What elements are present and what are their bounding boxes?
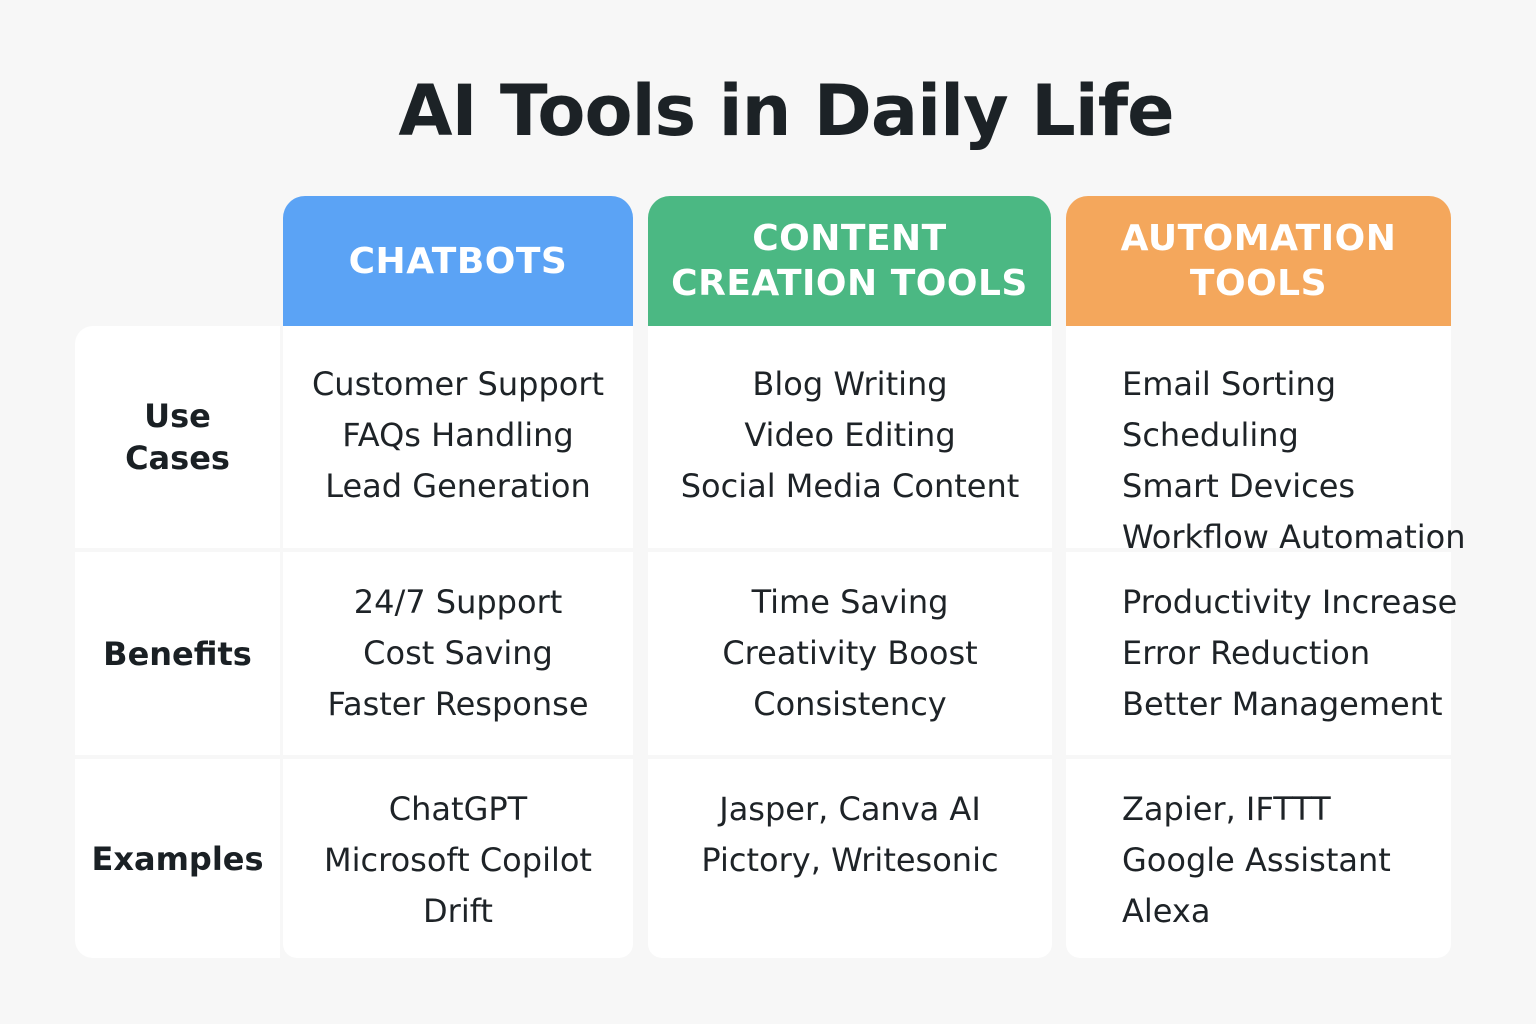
list-item: Zapier, IFTTT [1122,790,1331,828]
row-label-examples: Examples [75,759,280,958]
list-item: Creativity Boost [722,634,978,672]
list-item: Pictory, Writesonic [701,841,999,879]
list-item: Lead Generation [325,467,591,505]
row-label-text: Examples [91,839,264,878]
list-item: Social Media Content [680,467,1020,505]
cell-chatbots-examples: ChatGPT Microsoft Copilot Drift [283,759,633,958]
cell-chatbots-use-cases: Customer Support FAQs Handling Lead Gene… [283,326,633,548]
column-header-label: CREATION TOOLS [671,263,1028,304]
list-item: Microsoft Copilot [324,841,592,879]
list-item: Workflow Automation [1122,518,1466,556]
column-header-chatbots: CHATBOTS [283,196,633,326]
row-label-text: Cases [125,439,230,477]
list-item: Cost Saving [363,634,553,672]
list-item: Scheduling [1122,416,1299,454]
list-item: Drift [423,892,493,930]
column-header-label: CHATBOTS [348,240,568,282]
column-header-label: AUTOMATION [1120,218,1397,259]
row-label-text: Benefits [103,634,252,673]
cell-content-use-cases: Blog Writing Video Editing Social Media … [648,326,1052,548]
row-label-text: Use [144,397,211,435]
cell-automation-examples: Zapier, IFTTT Google Assistant Alexa [1066,759,1451,958]
list-item: Email Sorting [1122,365,1337,403]
list-item: FAQs Handling [342,416,574,454]
cell-content-examples: Jasper, Canva AI Pictory, Writesonic [648,759,1052,958]
cell-chatbots-benefits: 24/7 Support Cost Saving Faster Response [283,552,633,755]
list-item: Productivity Increase [1122,583,1458,621]
cell-automation-benefits: Productivity Increase Error Reduction Be… [1066,552,1457,755]
list-item: Consistency [753,685,947,723]
page-title: AI Tools in Daily Life [398,70,1174,152]
cell-automation-use-cases: Email Sorting Scheduling Smart Devices W… [1066,326,1465,556]
cell-content-benefits: Time Saving Creativity Boost Consistency [648,552,1052,755]
list-item: Error Reduction [1122,634,1371,672]
row-label-benefits: Benefits [75,552,280,755]
list-item: Faster Response [327,685,589,723]
column-header-label: TOOLS [1189,263,1328,304]
list-item: ChatGPT [388,790,528,828]
column-header-label: CONTENT [752,218,947,259]
list-item: Blog Writing [752,365,948,403]
list-item: Google Assistant [1122,841,1391,879]
list-item: 24/7 Support [353,583,563,621]
column-header-content-creation-tools: CONTENT CREATION TOOLS [648,196,1051,326]
row-label-use-cases: Use Cases [75,326,280,548]
list-item: Customer Support [311,365,605,403]
list-item: Jasper, Canva AI [719,790,981,828]
list-item: Smart Devices [1122,467,1356,505]
list-item: Better Management [1122,685,1443,723]
list-item: Video Editing [744,416,956,454]
list-item: Alexa [1122,892,1211,930]
column-header-automation-tools: AUTOMATION TOOLS [1066,196,1451,326]
list-item: Time Saving [751,583,949,621]
